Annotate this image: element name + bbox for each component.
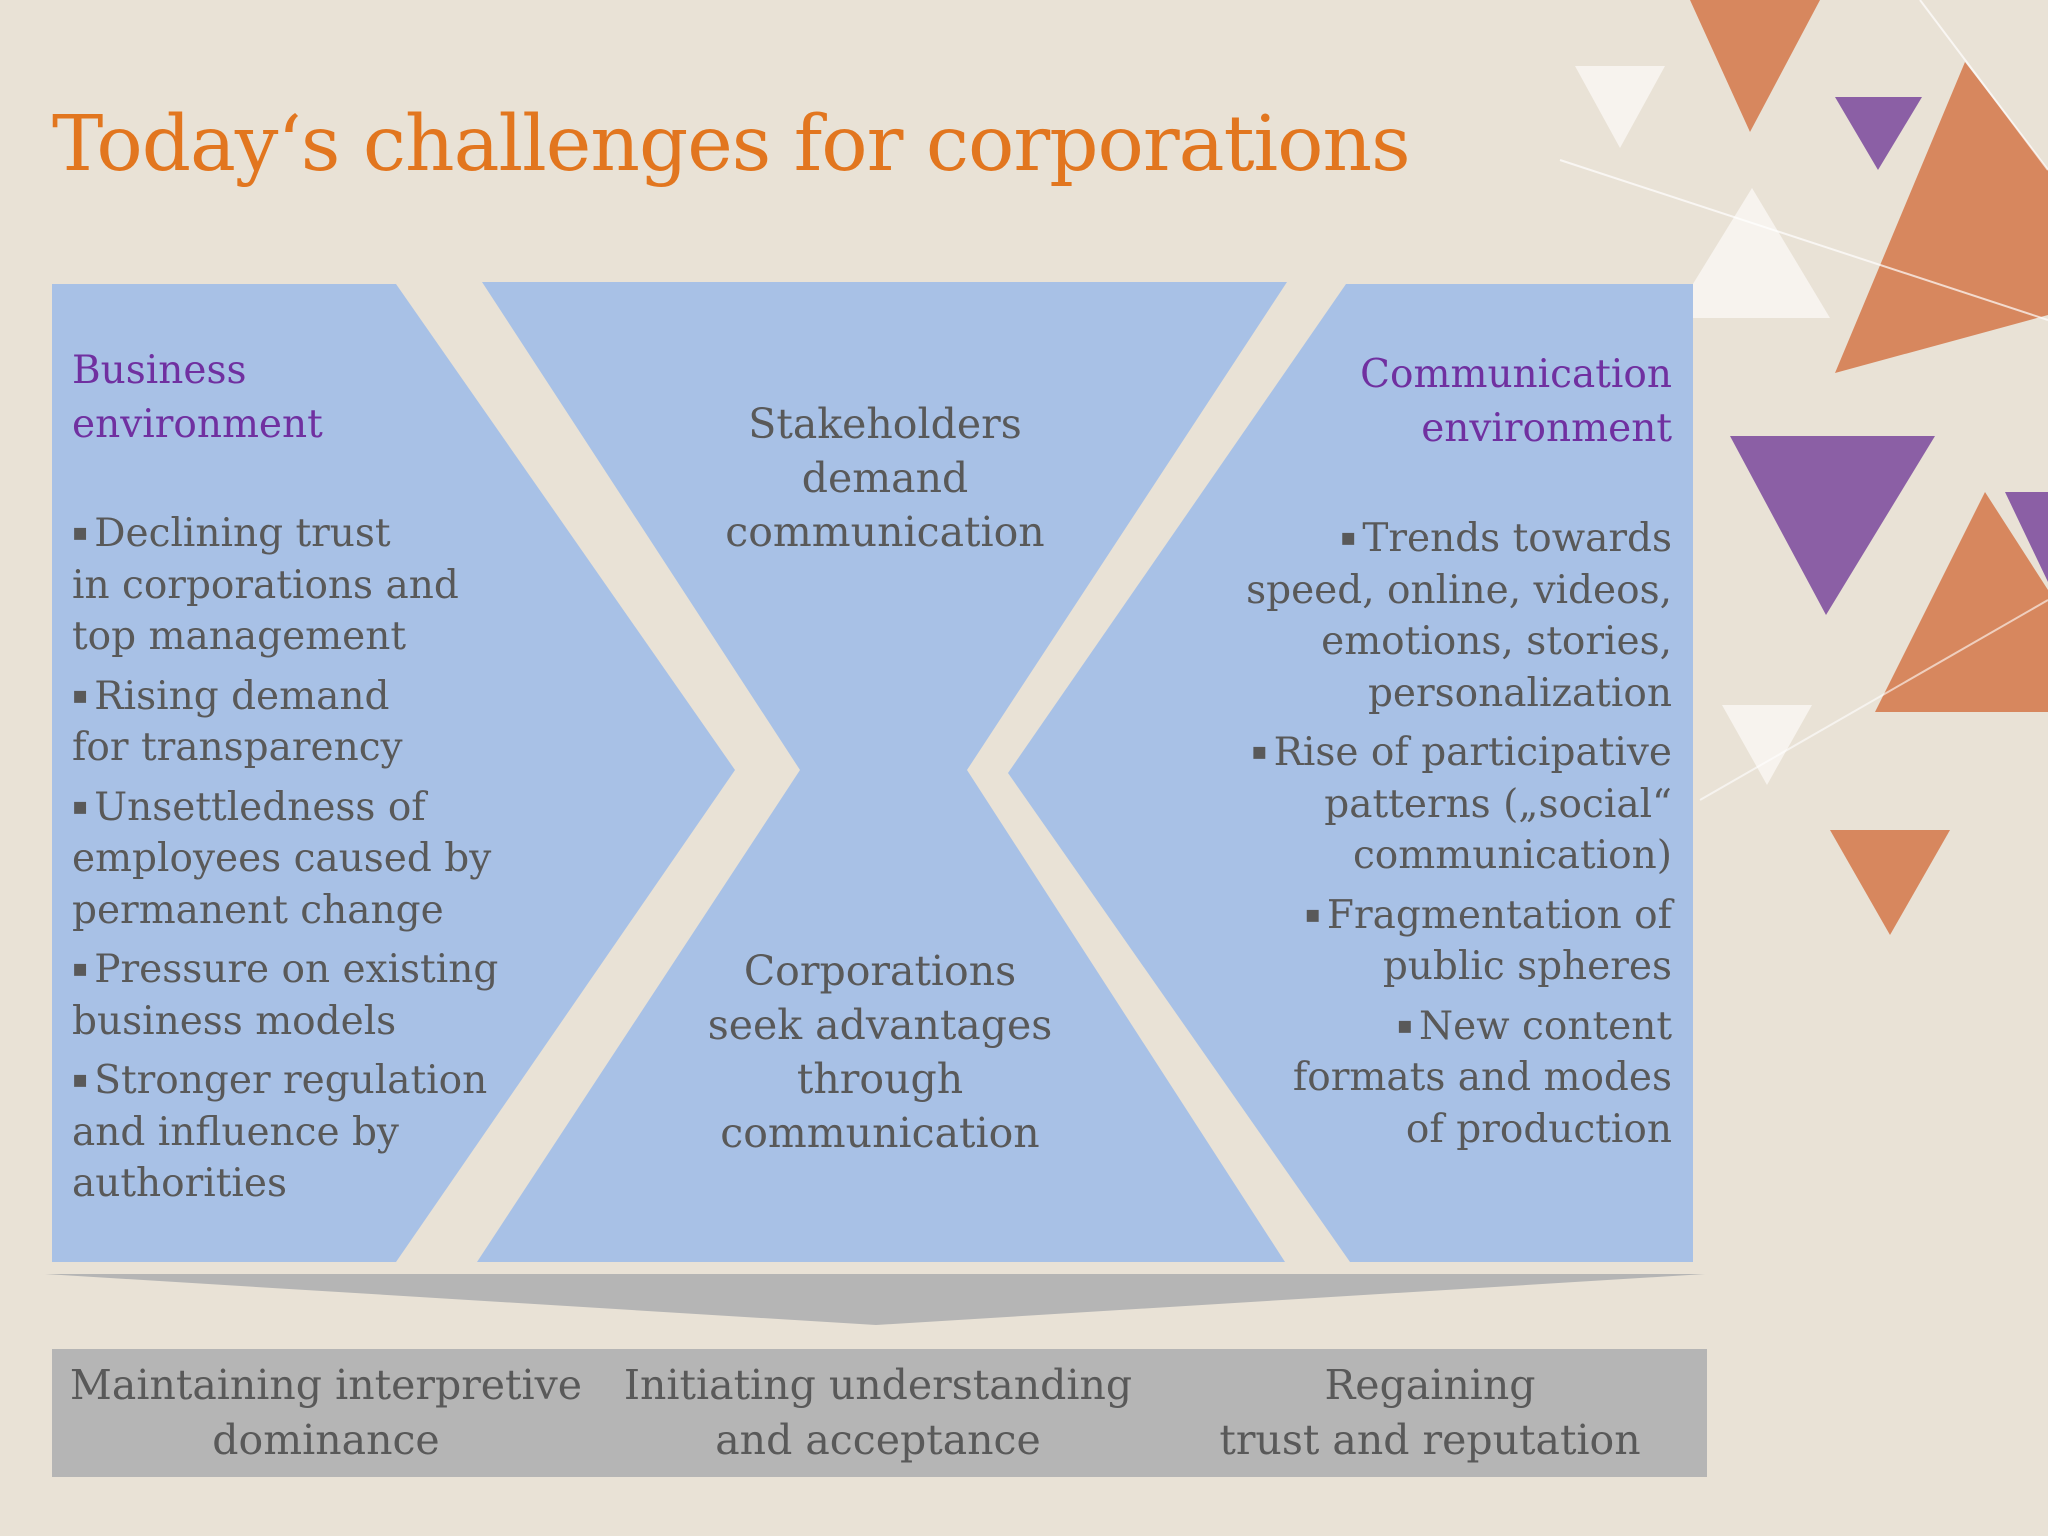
outcome-understanding-acceptance: Initiating understanding and acceptance [608, 1358, 1148, 1468]
bullet-text: Stronger regulation [94, 1058, 488, 1103]
bullet-icon: ▪ [72, 954, 89, 982]
bullet-text: and influence by [72, 1109, 399, 1155]
left-bullet-item: ▪Rising demand for transparency [72, 670, 498, 774]
center-bottom-line: seek advantages [707, 1001, 1053, 1049]
bullet-text: emotions, stories, [1321, 619, 1672, 664]
convergence-arrow [45, 1274, 1705, 1325]
outcome-trust-reputation: Regaining trust and reputation [1160, 1358, 1700, 1468]
decorative-triangles [1559, 0, 2048, 935]
center-hourglass-panel [477, 282, 1287, 1262]
bullet-text: for transparency [72, 725, 403, 770]
deco-triangle [2005, 492, 2048, 582]
bullet-text: employees caused by [72, 836, 492, 881]
deco-triangle [1690, 0, 1820, 132]
right-heading-line: environment [1421, 406, 1672, 451]
center-top-line: Stakeholders [748, 400, 1022, 448]
outcome-line: Regaining [1324, 1361, 1536, 1409]
bullet-text: personalization [1367, 670, 1672, 716]
bullet-text: Declining trust [94, 511, 391, 556]
right-bullet-item: ▪New content formats and modes of produc… [1246, 1000, 1672, 1156]
bullet-text: speed, online, videos, [1246, 567, 1672, 613]
deco-triangle [1730, 436, 1935, 615]
bullet-icon: ▪ [72, 791, 89, 820]
outcome-line: Initiating understanding [623, 1361, 1133, 1409]
bullet-text: communication) [1352, 833, 1672, 878]
center-bottom-line: Corporations [743, 947, 1017, 995]
outcome-line: Maintaining interpretive [69, 1361, 583, 1409]
bullet-text: Rise of participative [1273, 730, 1672, 775]
bullet-icon: ▪ [1304, 899, 1321, 928]
deco-triangle [1835, 62, 2048, 373]
left-heading: Business environment [72, 344, 323, 452]
bullet-text: Unsettledness of [94, 784, 426, 830]
bullet-text: Trends towards [1362, 516, 1672, 561]
bullet-text: top management [72, 614, 407, 659]
right-bullet-item: ▪Trends towards speed, online, videos, e… [1246, 512, 1672, 719]
center-top-text: Stakeholders demand communication [650, 397, 1120, 559]
bullet-text: formats and modes [1292, 1055, 1672, 1100]
right-heading-line: Communication [1360, 352, 1672, 397]
right-bullet-item: ▪Rise of participative patterns („social… [1246, 726, 1672, 882]
bullet-icon: ▪ [72, 518, 89, 546]
right-bullet-list: ▪Trends towards speed, online, videos, e… [1246, 512, 1672, 1162]
bullet-text: public spheres [1382, 944, 1672, 989]
bullet-icon: ▪ [72, 1065, 89, 1093]
bullet-icon: ▪ [1251, 737, 1268, 765]
center-bottom-line: through [796, 1055, 964, 1103]
right-chevron-panel [1008, 284, 1693, 1262]
left-heading-line: Business [72, 348, 247, 393]
bullet-text: New content [1419, 1003, 1672, 1049]
outcome-line: trust and reputation [1219, 1416, 1641, 1464]
deco-triangle [1672, 188, 1830, 318]
center-top-line: communication [725, 508, 1045, 556]
slide-title: Today‘s challenges for corporations [52, 100, 1411, 189]
bullet-text: business models [72, 998, 397, 1044]
left-bullet-list: ▪Declining trust in corporations and top… [72, 507, 498, 1217]
bullet-text: patterns („social“ [1324, 781, 1672, 827]
outcome-line: dominance [212, 1416, 440, 1464]
left-bullet-item: ▪Pressure on existing business models [72, 943, 498, 1047]
outcome-interpretive-dominance: Maintaining interpretive dominance [56, 1358, 596, 1468]
outcome-bar [52, 1349, 1707, 1477]
bullet-icon: ▪ [72, 680, 89, 709]
deco-triangle [1835, 97, 1922, 170]
center-bottom-text: Corporations seek advantages through com… [630, 944, 1130, 1160]
left-heading-line: environment [72, 402, 323, 447]
left-chevron-panel [52, 284, 735, 1262]
right-bullet-item: ▪Fragmentation of public spheres [1246, 889, 1672, 993]
bullet-icon: ▪ [1340, 523, 1357, 551]
bullet-text: authorities [72, 1161, 287, 1206]
deco-triangle [1830, 830, 1950, 935]
deco-triangle [1875, 492, 2048, 712]
center-top-line: demand [801, 454, 969, 502]
bullet-text: Rising demand [94, 673, 390, 719]
left-bullet-item: ▪Stronger regulation and influence by au… [72, 1054, 498, 1210]
center-bottom-line: communication [720, 1109, 1040, 1157]
left-bullet-item: ▪Declining trust in corporations and top… [72, 507, 498, 663]
bullet-icon: ▪ [1396, 1010, 1414, 1039]
bullet-text: Pressure on existing [94, 947, 499, 992]
bullet-text: permanent change [72, 887, 444, 933]
outcome-line: and acceptance [715, 1416, 1041, 1464]
bullet-text: in corporations and [72, 562, 459, 608]
bullet-text: of production [1405, 1106, 1672, 1152]
right-heading: Communication environment [1360, 348, 1672, 456]
bullet-text: Fragmentation of [1326, 892, 1672, 938]
left-bullet-item: ▪Unsettledness of employees caused by pe… [72, 781, 498, 937]
deco-triangle [1722, 705, 1812, 785]
deco-triangle [1575, 66, 1665, 148]
